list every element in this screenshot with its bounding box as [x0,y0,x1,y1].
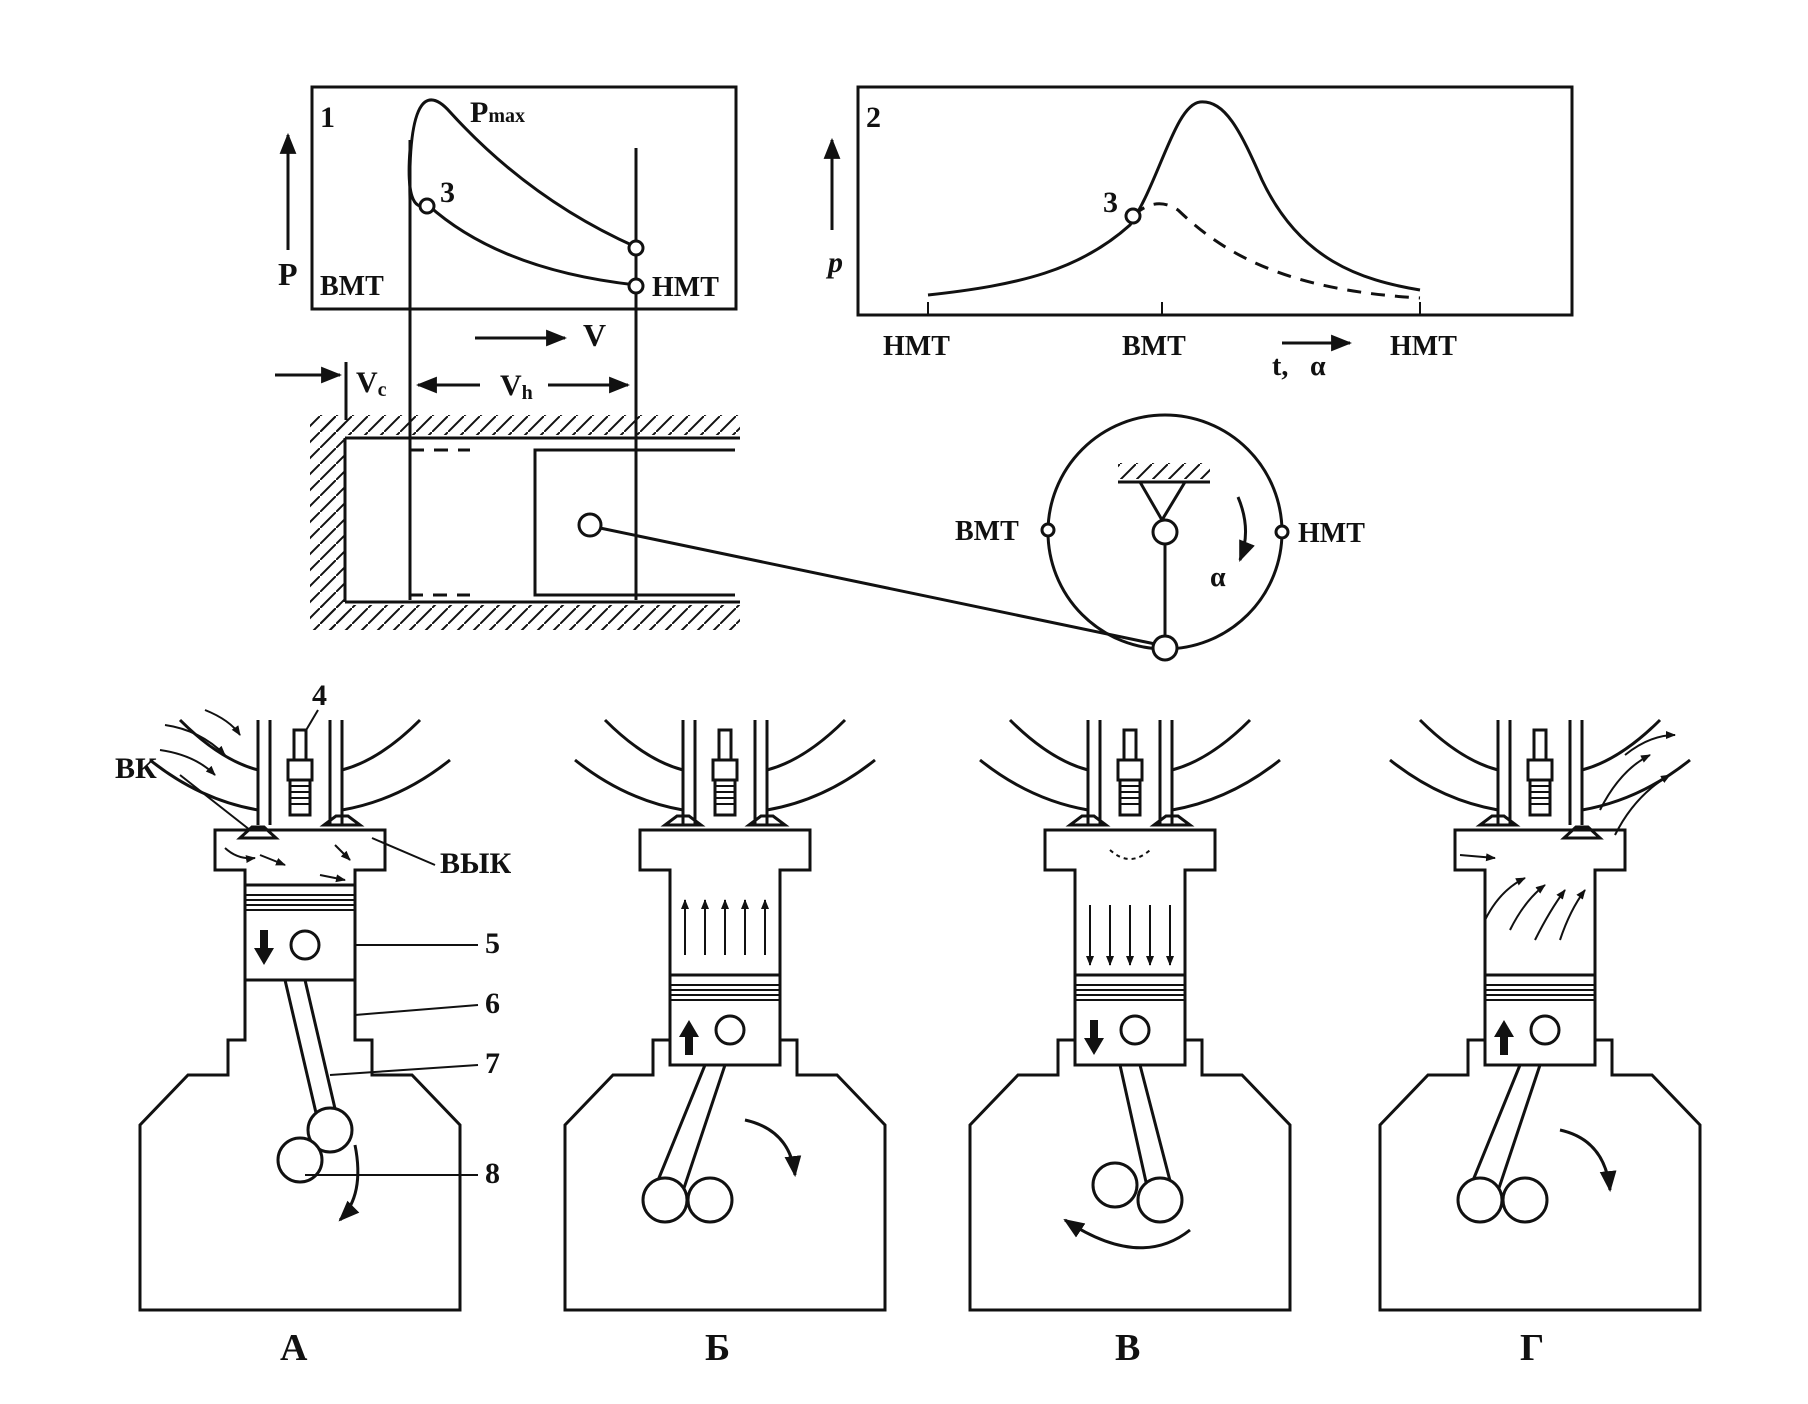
pv-vmt-label: ВМТ [320,271,384,302]
crank-circle-diagram: ВМТ НМТ α [955,413,1365,662]
pt-pressure-label: p [825,246,843,279]
stroke-power: В [968,718,1292,1369]
callout-6: 6 [485,987,500,1020]
connecting-rod-line [599,526,1161,647]
vc-label: Vc [356,366,387,401]
crank-vmt-point [1040,522,1056,538]
stroke-intake: ВК ВЫК 4 5 6 7 8 А [115,679,511,1369]
pt-time-label: t, [1272,351,1288,382]
piston-pin [577,512,603,538]
callout-exhaust-valve: ВЫК [440,847,511,880]
point-3 [418,197,436,215]
pt-vmt: ВМТ [1122,331,1186,362]
pv-number: 1 [320,101,335,134]
stroke-exhaust: Г [1378,718,1702,1369]
no-combustion-curve [1131,202,1421,300]
pt-angle-label: α [1310,351,1326,382]
bdc-point-lower [627,277,645,295]
pt-nmt-left: НМТ [883,331,950,362]
volume-label: V [583,317,606,353]
rotation-arrow [1236,496,1255,562]
stroke-label-a: А [280,1327,308,1369]
callout-8: 8 [485,1157,500,1190]
stroke-compression: Б [563,718,887,1369]
bdc-point-upper [627,239,645,257]
pv-frame [310,85,738,311]
pt-frame [856,85,1574,317]
stroke-label-g: Г [1520,1327,1544,1369]
stroke-label-v: В [1115,1327,1140,1369]
pv-point-label: 3 [440,176,455,209]
expansion-curve [408,98,637,249]
callout-5: 5 [485,927,500,960]
crank-pin [1151,634,1179,662]
pv-pressure-label: P [278,256,298,292]
callout-4: 4 [312,679,327,712]
crank-nmt-label: НМТ [1298,518,1365,549]
combustion-curve [927,100,1421,297]
pt-point-label: 3 [1103,186,1118,219]
pt-nmt-right: НМТ [1390,331,1457,362]
pmax-label: Pmax [470,96,525,129]
pv-nmt-label: НМТ [652,272,719,303]
compression-curve [407,149,637,287]
callout-7: 7 [485,1047,500,1080]
piston-outline [533,448,735,597]
pt-diagram: 2 p 3 НМТ ВМТ t, α НМТ [823,85,1574,382]
crank-center [1151,518,1179,546]
pt-number: 2 [866,101,881,134]
crank-nmt-point [1274,524,1290,540]
pt-point-3 [1124,207,1142,225]
callout-intake-valve: ВК [115,752,157,785]
stroke-label-b: Б [705,1327,730,1369]
crank-angle-label: α [1210,562,1226,593]
crank-vmt-label: ВМТ [955,516,1019,547]
vh-label: Vh [500,369,533,404]
cylinder-schematic [310,415,1161,647]
